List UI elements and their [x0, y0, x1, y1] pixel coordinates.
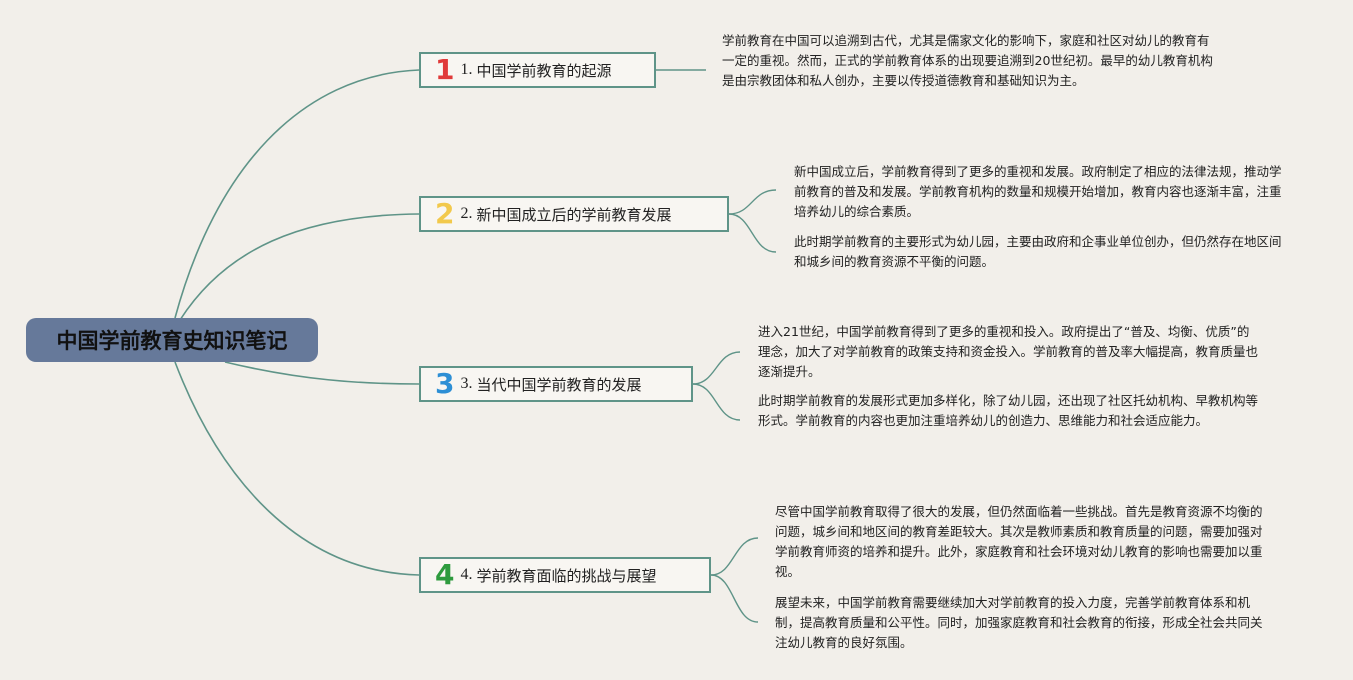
topic-title: 中国学前教育的起源	[476, 61, 612, 80]
note-1-1: 学前教育在中国可以追溯到古代，尤其是儒家文化的影响下，家庭和社区对幼儿的教育有一…	[722, 33, 1213, 88]
note-3-1: 进入21世纪，中国学前教育得到了更多的重视和投入。政府提出了“普及、均衡、优质”…	[758, 324, 1259, 379]
note-line-3a	[692, 351, 741, 385]
note-2-1: 新中国成立后，学前教育得到了更多的重视和发展。政府制定了相应的法律法规，推动学前…	[794, 164, 1282, 219]
number-three-icon: 3	[435, 367, 455, 400]
root-title: 中国学前教育史知识笔记	[56, 329, 288, 353]
topic-prefix: 4.	[460, 566, 473, 583]
branch-line-1	[174, 69, 420, 319]
number-two-icon: 2	[435, 197, 455, 230]
topic-1[interactable]: 1 1. 中国学前教育的起源	[419, 52, 656, 88]
topic-prefix: 2.	[460, 205, 473, 222]
topic-title: 新中国成立后的学前教育发展	[476, 205, 672, 224]
topic-2[interactable]: 2 2. 新中国成立后的学前教育发展	[419, 196, 729, 232]
note-4-2: 展望未来，中国学前教育需要继续加大对学前教育的投入力度，完善学前教育体系和机制，…	[775, 595, 1263, 650]
number-four-icon: 4	[435, 558, 455, 591]
number-one-icon: 1	[435, 53, 455, 86]
root-topic[interactable]: 中国学前教育史知识笔记	[26, 318, 318, 362]
branch-line-2	[179, 213, 420, 321]
note-3-2: 此时期学前教育的发展形式更加多样化，除了幼儿园，还出现了社区托幼机构、早教机构等…	[758, 393, 1259, 428]
topic-title: 学前教育面临的挑战与展望	[476, 566, 657, 585]
note-line-4b	[710, 574, 759, 623]
topic-title: 当代中国学前教育的发展	[476, 375, 642, 394]
topic-prefix: 3.	[460, 375, 473, 392]
note-line-4a	[710, 537, 759, 576]
topic-prefix: 1.	[460, 61, 473, 78]
branch-line-4	[174, 361, 420, 576]
topic-3[interactable]: 3 3. 当代中国学前教育的发展	[419, 366, 693, 402]
note-line-2b	[728, 213, 777, 253]
branch-line-3	[224, 361, 420, 385]
note-2-2: 此时期学前教育的主要形式为幼儿园，主要由政府和企事业单位创办，但仍然存在地区间和…	[794, 234, 1282, 269]
note-4-1: 尽管中国学前教育取得了很大的发展，但仍然面临着一些挑战。首先是教育资源不均衡的问…	[775, 504, 1263, 579]
note-line-3b	[692, 383, 741, 421]
note-line-2a	[728, 189, 777, 215]
topic-4[interactable]: 4 4. 学前教育面临的挑战与展望	[419, 557, 711, 593]
